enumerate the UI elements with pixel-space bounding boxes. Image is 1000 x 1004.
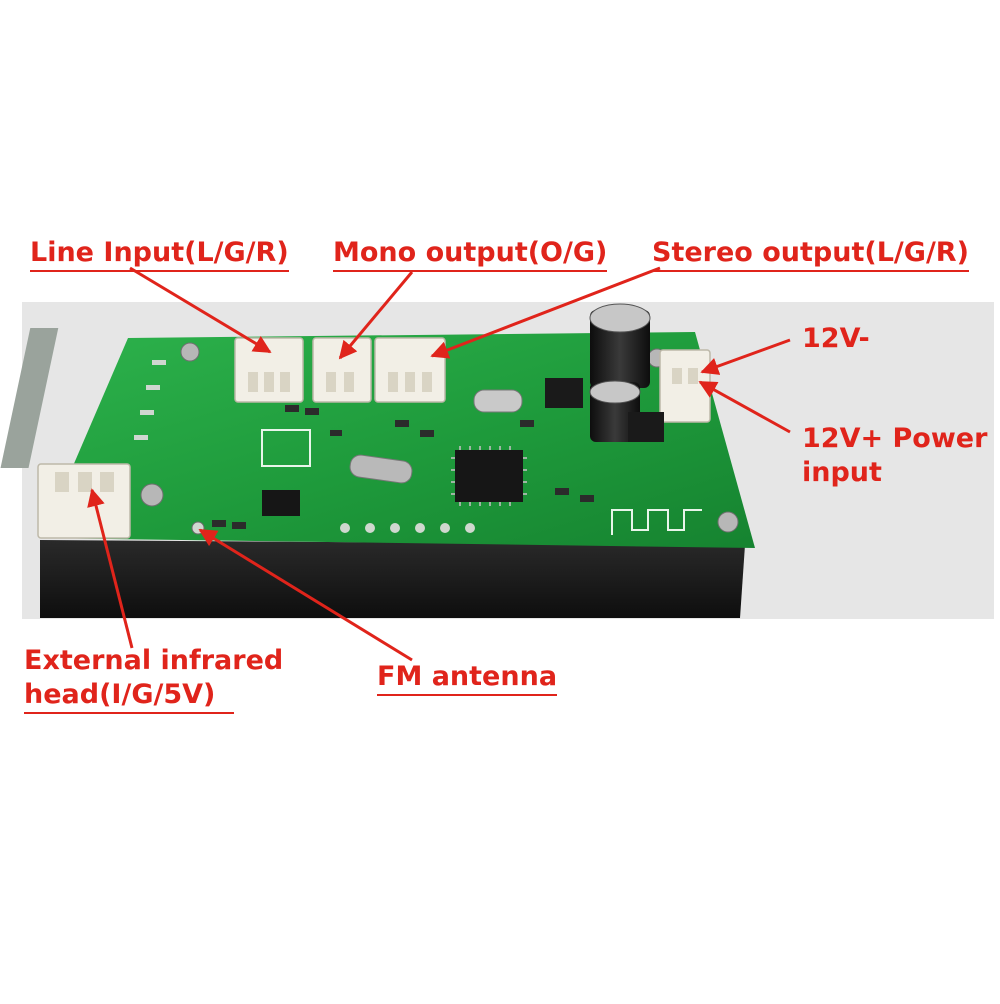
arrow-12v-plus xyxy=(698,380,791,434)
arrow-12v-minus xyxy=(700,338,791,375)
solder-pads xyxy=(340,523,475,533)
top-connectors xyxy=(234,337,446,403)
label-ir-head: External infrared head(I/G/5V) xyxy=(24,644,283,714)
black-enclosure xyxy=(40,540,745,618)
connector-slots xyxy=(248,372,432,392)
label-fm-antenna: FM antenna xyxy=(377,660,558,696)
power-connector xyxy=(659,349,711,423)
screws xyxy=(140,342,739,533)
regulator-1 xyxy=(545,378,583,408)
mono-output-connector xyxy=(312,337,372,403)
arrow-mono-output xyxy=(338,271,414,360)
side-pins xyxy=(134,360,166,440)
label-ir-head-line2: head(I/G/5V) xyxy=(24,678,234,714)
label-12v-plus-line1: 12V+ Power xyxy=(802,423,988,454)
small-chip xyxy=(262,490,300,516)
arrow-fm-antenna xyxy=(198,528,413,662)
capacitors xyxy=(589,303,651,442)
label-stereo-output: Stereo output(L/G/R) xyxy=(652,236,969,272)
label-mono-output: Mono output(O/G) xyxy=(333,236,608,272)
regulator-2 xyxy=(628,412,664,442)
label-12v-minus: 12V- xyxy=(802,323,870,354)
arrow-stereo-output xyxy=(430,266,661,359)
line-input-connector xyxy=(234,337,304,403)
silkscreen xyxy=(261,429,702,535)
crystal-oscillator xyxy=(473,389,523,413)
label-line-input: Line Input(L/G/R) xyxy=(30,236,289,272)
main-chip xyxy=(451,446,527,506)
label-12v-plus-line2: input xyxy=(802,457,882,488)
tube-crystal xyxy=(349,454,413,484)
side-pin-header xyxy=(0,328,59,468)
label-12v-plus: 12V+ Power input xyxy=(802,422,987,490)
stereo-output-connector xyxy=(374,337,446,403)
arrow-line-input xyxy=(129,266,272,354)
arrow-ir-head xyxy=(87,488,134,649)
annotation-arrows xyxy=(87,266,791,662)
label-ir-head-line1: External infrared xyxy=(24,645,284,676)
smd-components xyxy=(212,405,594,529)
